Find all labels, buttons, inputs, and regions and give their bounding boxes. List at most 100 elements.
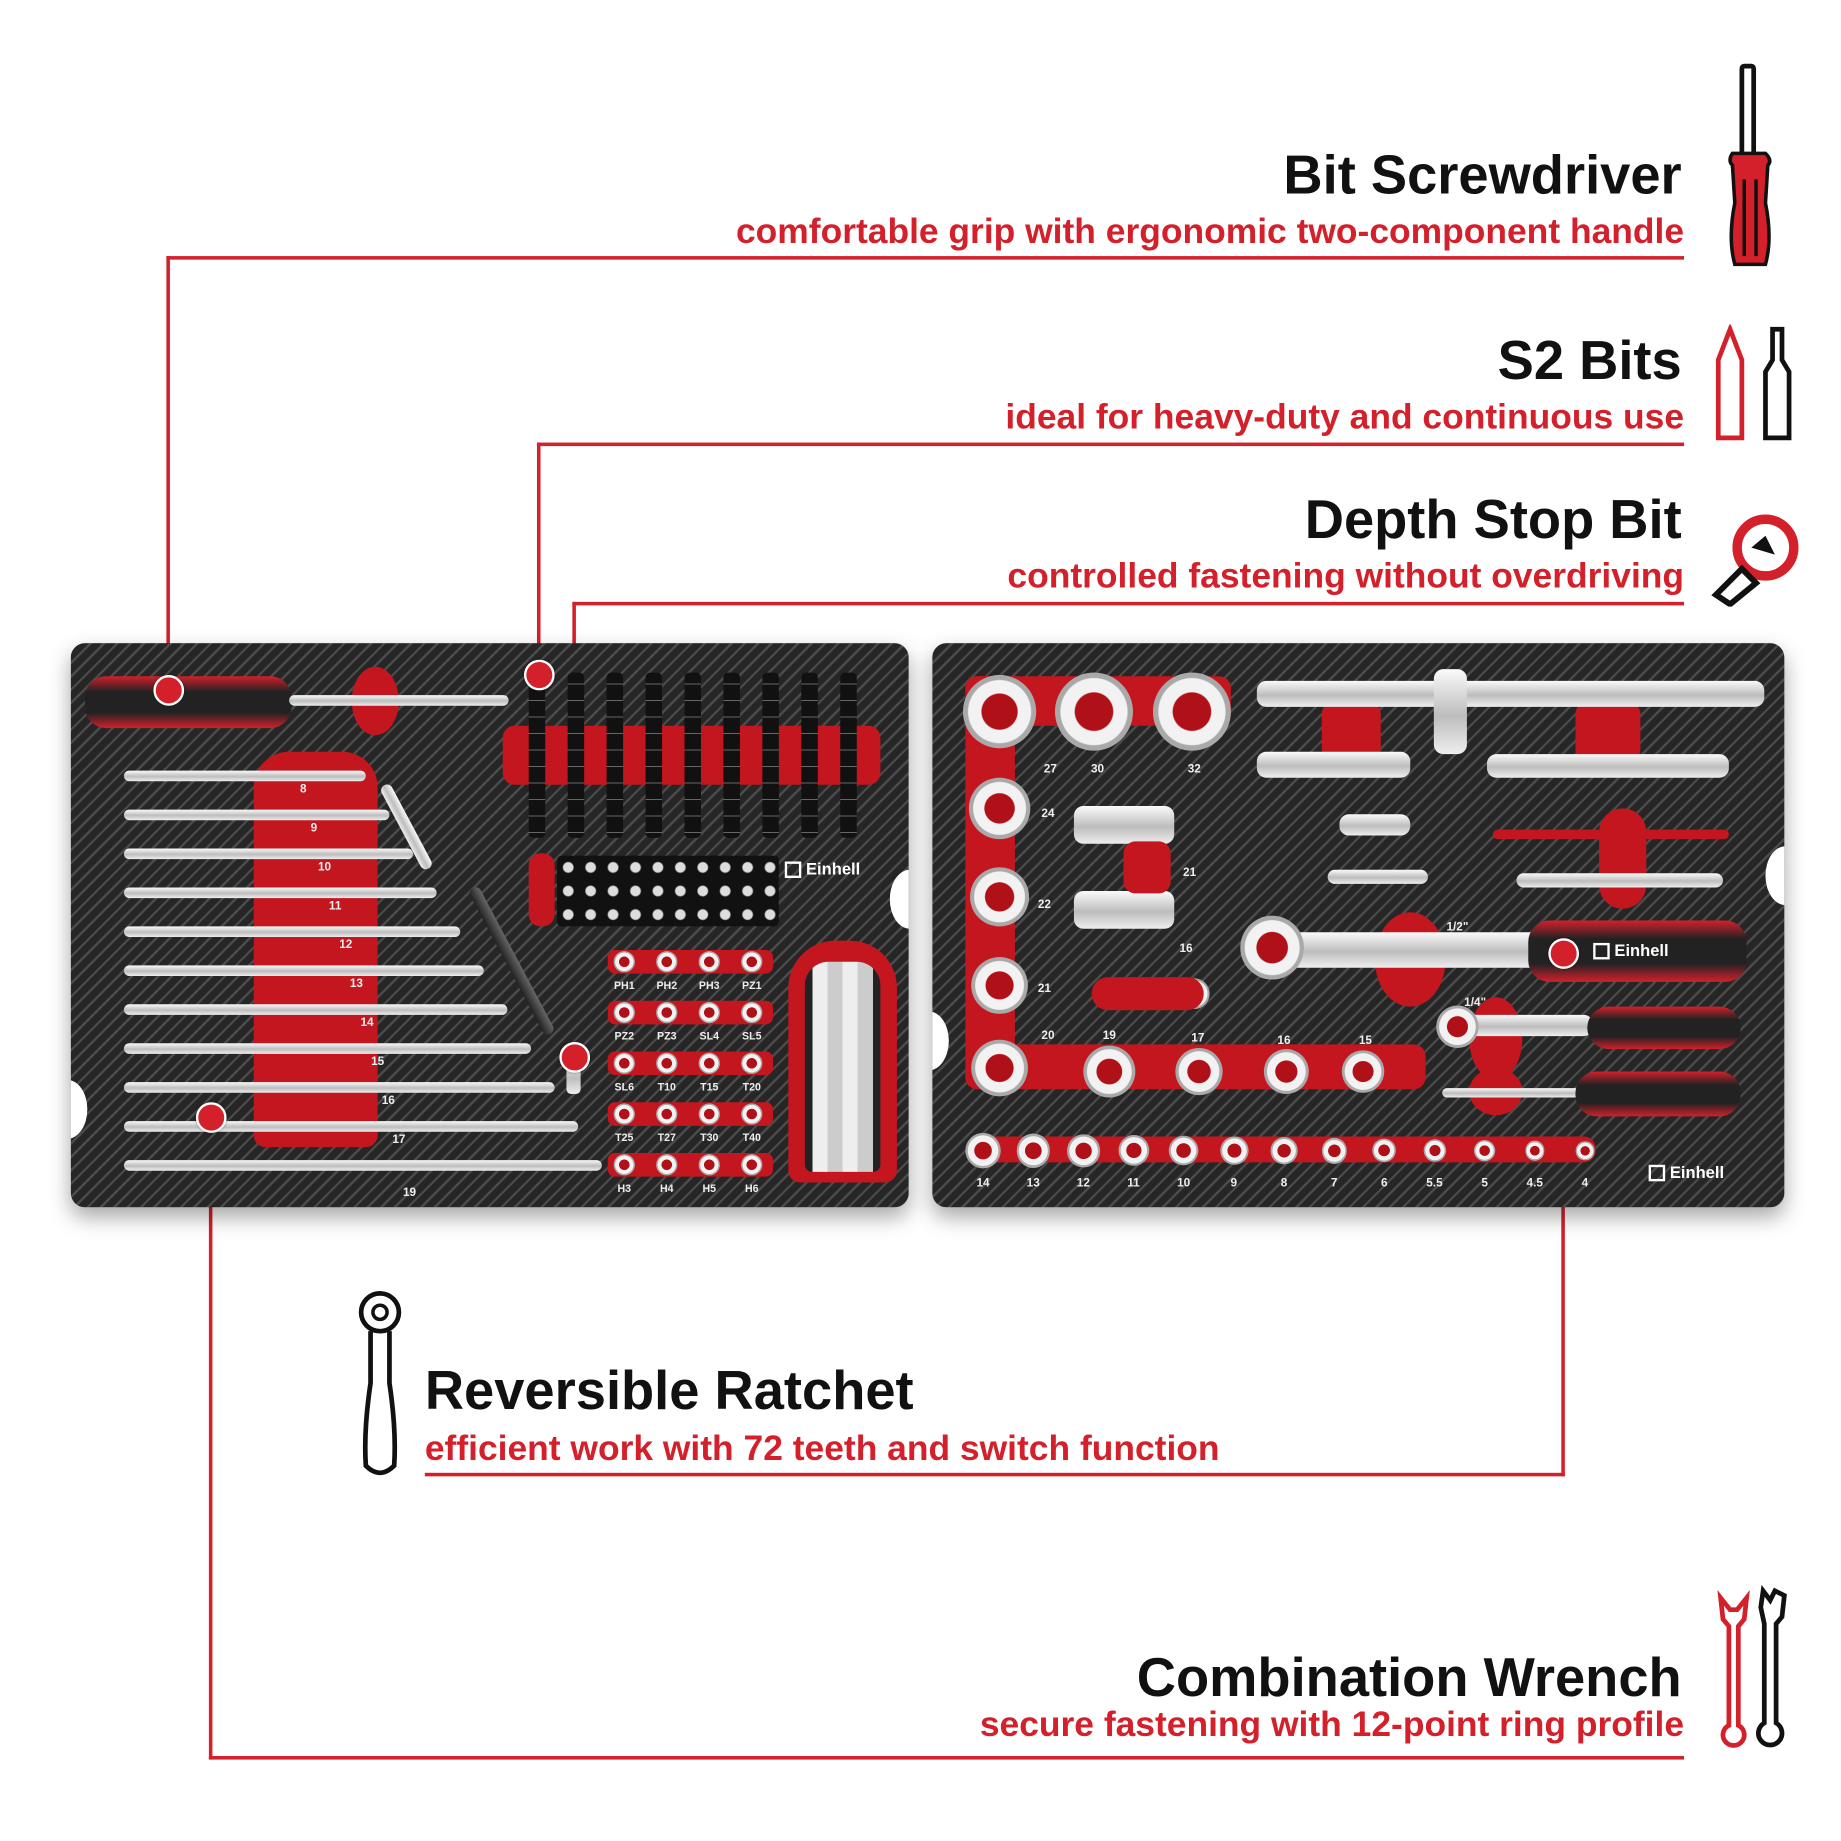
depth-stop-bit-marker [559, 1042, 591, 1073]
bit-strip [801, 672, 818, 838]
wrench-size-label: 8 [300, 783, 307, 796]
combination-wrench-marker [195, 1102, 227, 1133]
bit-label: T27 [657, 1131, 676, 1144]
small-socket-label: 4 [1581, 1177, 1589, 1191]
socket-size-label: 19 [1102, 1029, 1116, 1043]
small-socket-label: 12 [1076, 1177, 1090, 1191]
tbar-cutout [1321, 702, 1381, 762]
bit-label: H4 [659, 1182, 674, 1195]
ratchet-icon [358, 1291, 402, 1476]
small-socket-label: 6 [1381, 1177, 1388, 1191]
depth-stop-bit-title: Depth Stop Bit [1304, 488, 1682, 550]
combination-wrench [123, 965, 484, 976]
small-socket-label: 7 [1330, 1177, 1338, 1191]
combination-wrench [123, 1160, 602, 1171]
socket [968, 777, 1031, 840]
screwdriver-icon [1728, 63, 1772, 267]
socket [1055, 672, 1133, 751]
small-socket-label: 4.5 [1526, 1177, 1543, 1191]
bit-strip [606, 672, 624, 838]
wrench-size-label: 14 [360, 1016, 374, 1030]
socket [962, 675, 1037, 749]
bit-label: T15 [700, 1080, 719, 1093]
depth-stop-leader-horizontal [572, 601, 1685, 606]
socket-size-label: 27 [1043, 762, 1057, 776]
small-socket [1067, 1134, 1100, 1167]
socket-size-label: 20 [1041, 1029, 1055, 1043]
bit-screwdriver-handle [84, 676, 292, 729]
wrench-leader-vertical [208, 1117, 213, 1760]
bit-screwdriver-leader-horizontal [166, 256, 1685, 260]
bit-strip [762, 672, 779, 838]
socket [1175, 1047, 1223, 1096]
socket-size-label: 30 [1090, 762, 1105, 776]
deep-socket-label: 16 [1179, 942, 1193, 956]
ratchet-size-label: 1/2" [1446, 921, 1469, 935]
depth-stop-bit-subtitle: controlled fastening without overdriving [1007, 557, 1685, 596]
bit-socket [656, 1001, 678, 1024]
bit-handle [1575, 1071, 1741, 1117]
bit-label: SL6 [614, 1080, 635, 1093]
combination-wrench-title: Combination Wrench [1136, 1646, 1682, 1708]
combination-wrench [123, 848, 414, 860]
socket [970, 867, 1030, 927]
bit-label: H3 [617, 1182, 632, 1195]
combination-wrench-subtitle: secure fastening with 12-point ring prof… [979, 1705, 1685, 1745]
bit-label: T10 [657, 1080, 676, 1093]
bit-label: PZ3 [657, 1030, 677, 1043]
einhell-logo: Einhell [1593, 941, 1669, 960]
bit-label: T25 [615, 1131, 634, 1144]
bit-socket [656, 951, 678, 973]
bit-screwdriver-marker [153, 675, 185, 706]
bit-label: PZ2 [614, 1030, 635, 1043]
bit-socket [613, 1001, 635, 1024]
bit-socket [741, 1001, 763, 1024]
ratchet-quarter-inch-handle [1587, 1006, 1741, 1050]
tray-notch [889, 869, 909, 929]
combination-wrench [123, 1082, 555, 1093]
s2-bits-subtitle: ideal for heavy-duty and continuous use [1005, 397, 1685, 437]
small-socket [1016, 1133, 1051, 1168]
bit-strip [684, 672, 701, 838]
sliding-t-handle [1433, 669, 1467, 755]
extension-cutout [1599, 808, 1647, 909]
small-socket [1575, 1141, 1595, 1160]
combination-wrench [123, 1004, 508, 1015]
bit-socket [656, 1052, 678, 1074]
bit-label: SL5 [741, 1030, 762, 1043]
socket [971, 1039, 1028, 1097]
bit-socket [741, 1103, 763, 1125]
small-socket-label: 13 [1026, 1177, 1040, 1191]
small-socket [1117, 1135, 1150, 1167]
wrench-size-label: 15 [371, 1055, 385, 1069]
bit-row-cutout [607, 1152, 773, 1177]
tray-notch [932, 1011, 949, 1071]
socket-size-label: 17 [1191, 1032, 1205, 1046]
wrench-size-label: 17 [392, 1133, 406, 1147]
small-socket-label: 11 [1127, 1177, 1140, 1191]
bit-socket [613, 951, 635, 973]
small-socket-label: 5 [1481, 1177, 1488, 1191]
socket [1083, 1045, 1136, 1098]
small-socket-label: 5.5 [1426, 1177, 1443, 1191]
tray-notch [1765, 846, 1785, 906]
bit-socket [698, 1001, 720, 1024]
wrench-size-label: 19 [402, 1186, 417, 1200]
bit-row-cutout [607, 1102, 773, 1126]
bit-box [557, 855, 779, 927]
socket-size-label: 32 [1187, 762, 1201, 776]
s2-bits-leader-vertical [536, 442, 541, 676]
small-socket-label: 10 [1177, 1177, 1191, 1191]
depth-stop-bit-icon [1711, 514, 1799, 607]
bit-handle-shaft [1442, 1088, 1584, 1098]
bit-screwdriver-title: Bit Screwdriver [1283, 143, 1682, 206]
socket [1152, 672, 1231, 751]
deep-socket [1073, 806, 1175, 844]
wrench-leader-horizontal [208, 1756, 1685, 1760]
deep-socket-cutout [1123, 841, 1171, 894]
extension-bar [1486, 754, 1729, 778]
bit-socket [613, 1052, 635, 1074]
